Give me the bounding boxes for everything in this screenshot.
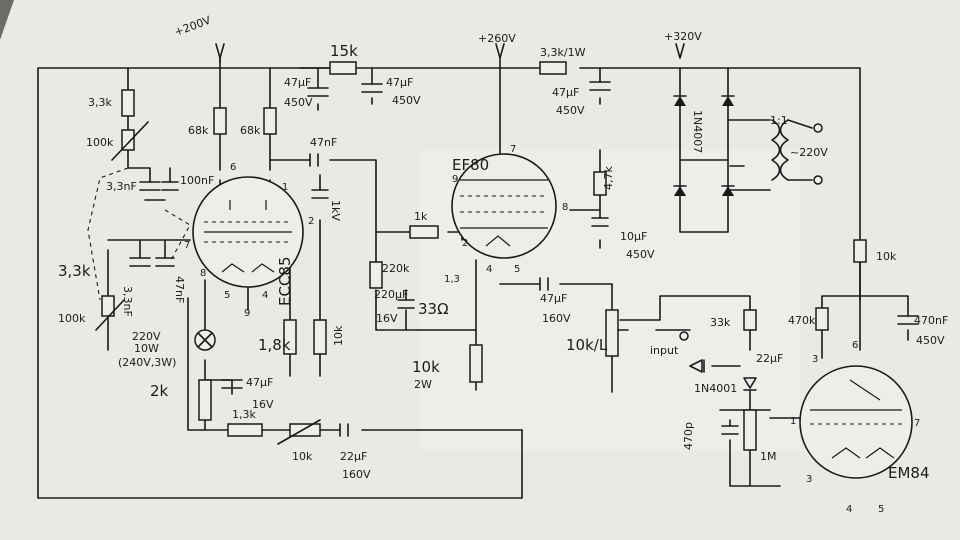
- label-v450-d: 450V: [626, 248, 655, 261]
- pin-ecc-9: 9: [244, 308, 250, 319]
- label-68k-a: 68k: [188, 124, 209, 137]
- label-1k: 1k: [414, 210, 428, 223]
- pin-ef-5: 5: [514, 264, 520, 275]
- label-220k: 220k: [382, 262, 410, 275]
- label-c22-b: 22µF: [340, 450, 367, 463]
- wiring: [37, 57, 909, 499]
- label-470k: 470k: [788, 314, 816, 327]
- label-10k-a: 10k: [332, 325, 345, 346]
- label-c470nf: 470nF: [914, 314, 948, 327]
- label-c47-d: 47µF: [246, 376, 273, 389]
- label-47k: 4,7k: [602, 166, 615, 190]
- pin-em-4: 4: [846, 504, 852, 515]
- pin-ecc-6: 6: [230, 162, 236, 173]
- label-2k: 2k: [150, 382, 169, 400]
- label-100k-left: 100k: [58, 312, 86, 325]
- pin-ecc-5: 5: [224, 290, 230, 301]
- label-10k-2w: 10k: [412, 358, 440, 376]
- label-c1kv: 1kV: [329, 200, 342, 221]
- pin-ef-9: 9: [452, 174, 458, 185]
- misc-symbols: [95, 43, 823, 445]
- pin-ef-8: 8: [562, 202, 568, 213]
- label-v16-a: 16V: [376, 312, 398, 325]
- label-v2w: 2W: [414, 378, 432, 391]
- label-v450-e: 450V: [916, 334, 945, 347]
- label-v160-b: 160V: [342, 468, 371, 481]
- label-mains: ~220V: [790, 146, 828, 159]
- label-v450-a: 450V: [284, 96, 313, 109]
- label-c22-a: 22µF: [756, 352, 783, 365]
- pin-ecc-2: 2: [308, 216, 314, 227]
- label-10k-pot: 10k: [292, 450, 313, 463]
- label-1m: 1M: [760, 450, 777, 463]
- pin-ef-4: 4: [486, 264, 492, 275]
- pin-ecc-1: 1: [282, 182, 288, 193]
- label-18k: 1,8k: [258, 336, 291, 354]
- label-100k-pot: 100k: [86, 136, 114, 149]
- label-c47n-s: 47nF: [173, 276, 186, 303]
- label-68k-b: 68k: [240, 124, 261, 137]
- label-c10: 10µF: [620, 230, 647, 243]
- label-c3n: 3,3nF: [121, 286, 134, 317]
- label-c100nf: 100nF: [180, 174, 214, 187]
- label-c220: 220µF: [374, 288, 408, 301]
- pin-ef-13: 1,3: [444, 274, 460, 285]
- label-diode: 1N4001: [694, 382, 737, 395]
- label-c33nf: 3,3nF: [106, 180, 137, 193]
- pin-ef-7: 7: [510, 144, 516, 155]
- label-33k-top: 3,3k: [88, 96, 112, 109]
- pin-ecc-4: 4: [262, 290, 268, 301]
- label-lamp-c: (240V,3W): [118, 356, 176, 369]
- tube-ef80: EF80: [451, 153, 557, 259]
- label-lamp-a: 220V: [132, 330, 161, 343]
- tube-em84: EM84: [799, 365, 930, 482]
- label-13k: 1,3k: [232, 408, 256, 421]
- label-10k-lin: 10k/L: [566, 336, 608, 354]
- label-33k-right: 33k: [710, 316, 731, 329]
- pin-em-1: 1: [790, 416, 796, 427]
- labels: +200V +260V +320V 15k 3,3k/1W 3,3k 100k …: [58, 14, 948, 515]
- pin-ecc-8: 8: [200, 268, 206, 279]
- label-v450-b: 450V: [392, 94, 421, 107]
- pin-em-6: 6: [852, 340, 858, 351]
- label-lamp-b: 10W: [134, 342, 159, 355]
- label-33k-1w: 3,3k/1W: [540, 46, 586, 59]
- supply-320v: +320V: [664, 30, 702, 43]
- pin-ef-2: 2: [462, 238, 468, 249]
- label-c47-a: 47µF: [284, 76, 311, 89]
- label-33k-left: 3,3k: [58, 262, 91, 280]
- capacitor-plates: [129, 81, 919, 437]
- resistor-bodies: [101, 61, 867, 451]
- pin-em-3: 3: [812, 354, 818, 365]
- label-v16-b: 16V: [252, 398, 274, 411]
- ef80-label: EF80: [452, 156, 489, 174]
- label-10k-right: 10k: [876, 250, 897, 263]
- label-input: input: [650, 344, 679, 357]
- pin-em-3b: 3: [806, 474, 812, 485]
- supply-260v: +260V: [478, 32, 516, 45]
- pin-em-5: 5: [878, 504, 884, 515]
- label-r33: 33Ω: [418, 300, 449, 318]
- pin-em-7: 7: [914, 418, 920, 429]
- label-c470p: 470p: [682, 422, 695, 450]
- label-transformer: 1:1: [770, 114, 788, 127]
- tube-ecc85: ECC85: [192, 176, 304, 306]
- em84-label: EM84: [888, 464, 930, 482]
- ecc85-label: ECC85: [276, 256, 294, 306]
- label-c47nf: 47nF: [310, 136, 337, 149]
- label-c47-c: 47µF: [552, 86, 579, 99]
- label-v450-c: 450V: [556, 104, 585, 117]
- label-v160-a: 160V: [542, 312, 571, 325]
- label-15k: 15k: [330, 42, 358, 60]
- pin-ecc-7: 7: [184, 240, 190, 251]
- label-diode-bridge: 1N4007: [691, 110, 704, 153]
- label-c47-b: 47µF: [386, 76, 413, 89]
- label-c47-e: 47µF: [540, 292, 567, 305]
